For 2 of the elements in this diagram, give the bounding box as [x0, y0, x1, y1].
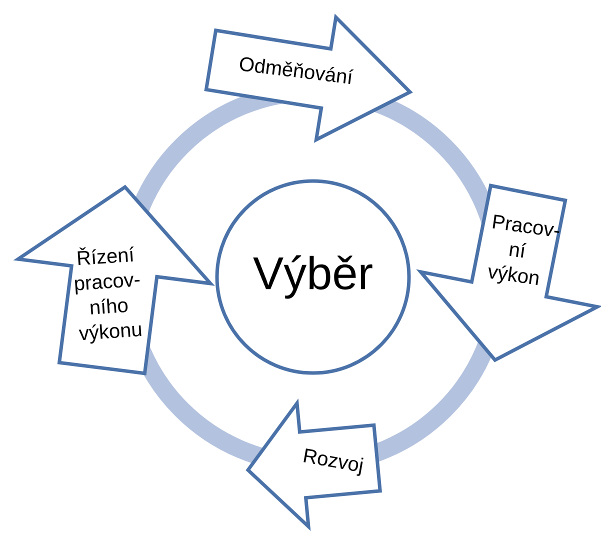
node-label: Pracov- ní výkon: [488, 214, 560, 285]
node-label: Rozvoj: [304, 448, 364, 476]
